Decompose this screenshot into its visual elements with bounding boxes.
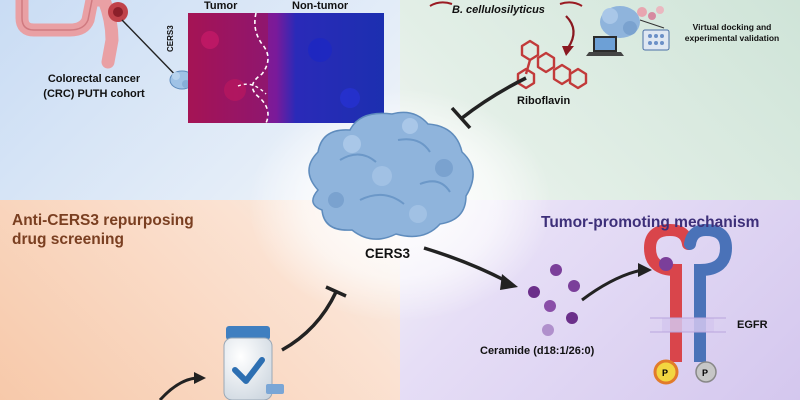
- ceramide-dots: [528, 264, 580, 336]
- phospho-left-text: P: [662, 368, 668, 378]
- mechanism-title: Tumor-promoting mechanism: [541, 214, 760, 231]
- riboflavin-label: Riboflavin: [517, 95, 571, 107]
- activation-arrow-egfr: [581, 268, 643, 302]
- phospho-right-icon: [695, 361, 717, 383]
- phospho-left-icon: [653, 359, 679, 385]
- egfr-label: EGFR: [737, 319, 768, 331]
- protein-icon: [308, 111, 474, 240]
- egfr-receptor-icon: [643, 223, 733, 362]
- cohort-label: Colorectal cancer (CRC) PUTH cohort: [14, 72, 174, 102]
- docking-label-line1: Virtual docking and: [692, 22, 772, 32]
- ceramide-label: Ceramide (d18:1/26:0): [480, 345, 595, 357]
- heatmap-ylabel: CERS3: [166, 25, 175, 52]
- inhibition-arrow-riboflavin: [460, 76, 527, 120]
- screening-title-line2: drug screening: [12, 231, 124, 248]
- production-arrow: [565, 15, 575, 49]
- cohort-label-line2: (CRC) PUTH cohort: [43, 88, 145, 100]
- cohort-label-line1: Colorectal cancer: [47, 73, 141, 85]
- microscopy-image: [188, 12, 384, 124]
- drug-bottle-icon: [223, 326, 284, 400]
- plate-icon: [642, 29, 670, 51]
- docking-label-line2: experimental validation: [684, 33, 780, 43]
- checkmark-icon: [232, 357, 265, 384]
- protein-docking-icon: [600, 6, 640, 38]
- cell-culture-icon: [637, 6, 664, 20]
- laptop-icon: [586, 36, 624, 56]
- molecule-icon: [516, 39, 588, 90]
- screening-title-line1: Anti-CERS3 repurposing: [12, 212, 194, 229]
- inhibition-arrow-drug: [281, 291, 338, 352]
- bacteria-icon: [429, 1, 583, 7]
- drug-arrow: [158, 376, 197, 400]
- activation-arrow-ceramide: [423, 246, 509, 284]
- bacteria-label: B. cellulosilyticus: [452, 4, 545, 16]
- screening-title: Anti-CERS3 repurposing drug screening: [12, 211, 194, 249]
- cers3-label: CERS3: [365, 246, 411, 261]
- heatmap-tumor-label: Tumor: [204, 0, 238, 12]
- heatmap-nontumor-label: Non-tumor: [292, 0, 349, 12]
- colon-icon: [15, 0, 128, 69]
- phospho-right-text: P: [702, 368, 708, 378]
- docking-label: Virtual docking and experimental validat…: [672, 22, 792, 44]
